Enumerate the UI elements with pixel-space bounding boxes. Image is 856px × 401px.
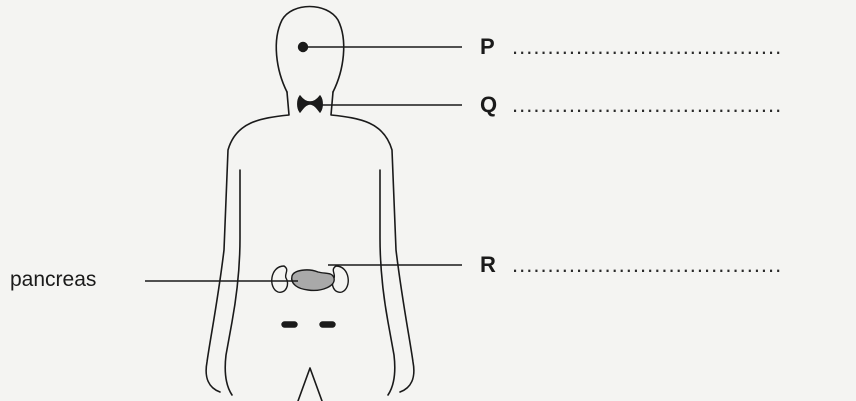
label-q-letter: Q bbox=[480, 92, 497, 118]
label-p-answer-line: ...................................... bbox=[512, 34, 782, 60]
pancreas-organ bbox=[292, 270, 335, 290]
thyroid-gland bbox=[298, 96, 323, 112]
left-kidney bbox=[272, 266, 288, 292]
left-lower-mark bbox=[282, 322, 297, 327]
label-r-letter: R bbox=[480, 252, 496, 278]
label-p-letter: P bbox=[480, 34, 495, 60]
right-body-outline bbox=[331, 92, 414, 392]
left-torso-line bbox=[225, 170, 240, 395]
leader-lines bbox=[145, 47, 462, 281]
left-body-outline bbox=[206, 92, 289, 392]
right-torso-line bbox=[380, 170, 395, 395]
body-outline bbox=[206, 7, 414, 401]
right-lower-mark bbox=[320, 322, 335, 327]
head-outline bbox=[276, 7, 343, 93]
inner-legs bbox=[298, 368, 322, 401]
label-r-answer-line: ...................................... bbox=[512, 252, 782, 278]
label-q-answer-line: ...................................... bbox=[512, 92, 782, 118]
label-pancreas: pancreas bbox=[10, 268, 96, 292]
